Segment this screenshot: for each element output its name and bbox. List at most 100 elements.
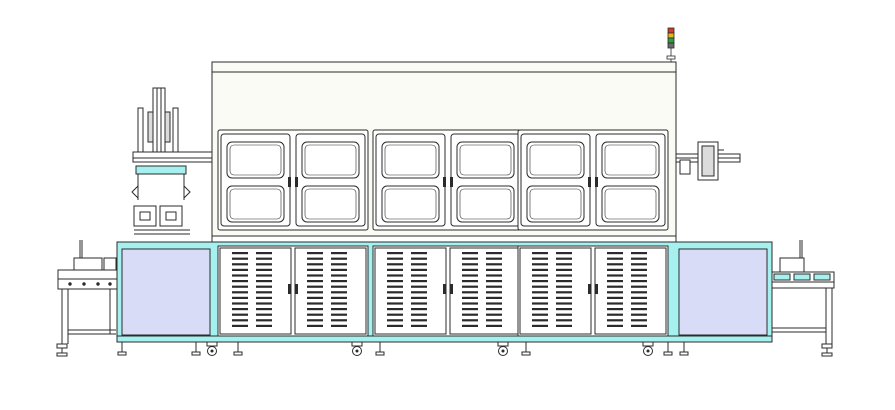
door-handle-icon (443, 177, 446, 187)
vent-slot (532, 308, 548, 311)
upper-door-window-bottom (456, 185, 515, 223)
caster-wheel-icon (497, 341, 509, 356)
vent-slot (232, 296, 248, 299)
stack-light-icon (666, 27, 676, 62)
vent-slot (607, 252, 623, 255)
upper-door-window-bottom (381, 185, 440, 223)
upper-door (520, 133, 591, 227)
vent-slot (462, 268, 478, 271)
vent-slot (607, 263, 623, 266)
caster-hub (646, 349, 650, 353)
vent-slot (307, 268, 323, 271)
vent-slot (607, 274, 623, 277)
foot-pad (117, 351, 127, 356)
vent-slot (256, 257, 272, 260)
upper-door-window-top-inner (304, 144, 357, 176)
vent-slot (556, 274, 572, 277)
vent-slot (607, 302, 623, 305)
vent-slot (556, 257, 572, 260)
upper-door-window-bottom-inner (229, 188, 282, 220)
vent-slot (387, 296, 403, 299)
caster-mount (497, 341, 509, 347)
lower-door-panel (219, 247, 292, 335)
vent-slot (462, 257, 478, 260)
vent-slot (232, 252, 248, 255)
vent-slot (556, 291, 572, 294)
vent-slot (331, 308, 347, 311)
vent-slot (307, 319, 323, 322)
door-handle-icon (295, 177, 298, 187)
caster-hub (501, 349, 505, 353)
vent-slot (256, 263, 272, 266)
vent-slot (256, 268, 272, 271)
vent-slot (607, 268, 623, 271)
vent-slot (232, 257, 248, 260)
foot-pad (233, 351, 243, 356)
door-handle-icon (588, 284, 591, 294)
vent-slot (486, 296, 502, 299)
vent-slot (387, 324, 403, 327)
left-loading-robot (131, 87, 214, 235)
vent-slot (232, 302, 248, 305)
vent-slot (387, 308, 403, 311)
upper-door-window-bottom (226, 185, 285, 223)
caster-hub (210, 349, 214, 353)
vent-slot (232, 291, 248, 294)
vent-slot (256, 296, 272, 299)
vent-slot (462, 291, 478, 294)
vent-slot (331, 274, 347, 277)
vent-slot (307, 324, 323, 327)
vent-slot (532, 257, 548, 260)
leveling-foot-icon (191, 342, 201, 356)
vent-slot (307, 308, 323, 311)
vent-slot (556, 268, 572, 271)
vent-slot (532, 313, 548, 316)
upper-door-window-bottom-inner (459, 188, 512, 220)
foot-pad (663, 351, 673, 356)
leveling-foot-icon (521, 342, 531, 356)
vent-slot (387, 285, 403, 288)
upper-module-station-2 (372, 129, 524, 231)
vent-slot (532, 285, 548, 288)
lower-door (219, 247, 292, 335)
caster-mount (351, 341, 363, 347)
vent-slot (411, 285, 427, 288)
vent-slot (232, 274, 248, 277)
upper-door-window-bottom (301, 185, 360, 223)
vent-slot (631, 274, 647, 277)
vent-slot (556, 285, 572, 288)
vent-slot (486, 285, 502, 288)
lower-door-panel (594, 247, 667, 335)
lower-door-panel (449, 247, 522, 335)
vent-slot (232, 280, 248, 283)
vent-slot (486, 319, 502, 322)
vent-slot (631, 291, 647, 294)
vent-slot (256, 291, 272, 294)
left-infeed-conveyor (56, 240, 119, 357)
foot-pad (375, 351, 385, 356)
vent-slot (232, 313, 248, 316)
vent-slot (532, 268, 548, 271)
vent-slot (556, 296, 572, 299)
vent-slot (462, 302, 478, 305)
vent-slot (532, 296, 548, 299)
vent-slot (486, 257, 502, 260)
door-handle-icon (588, 177, 591, 187)
vent-slot (232, 319, 248, 322)
vent-slot (631, 268, 647, 271)
vent-slot (462, 263, 478, 266)
upper-module-station-3 (517, 129, 669, 231)
door-handle-icon (450, 177, 453, 187)
upper-door (295, 133, 366, 227)
lower-door-panel (519, 247, 592, 335)
vent-slot (462, 252, 478, 255)
vent-slot (462, 324, 478, 327)
vent-slot (462, 280, 478, 283)
vent-slot (411, 302, 427, 305)
vent-slot (256, 313, 272, 316)
vent-slot (232, 308, 248, 311)
lower-module-station-1 (217, 245, 369, 337)
leveling-foot-icon (679, 342, 689, 356)
caster-mount (642, 341, 654, 347)
